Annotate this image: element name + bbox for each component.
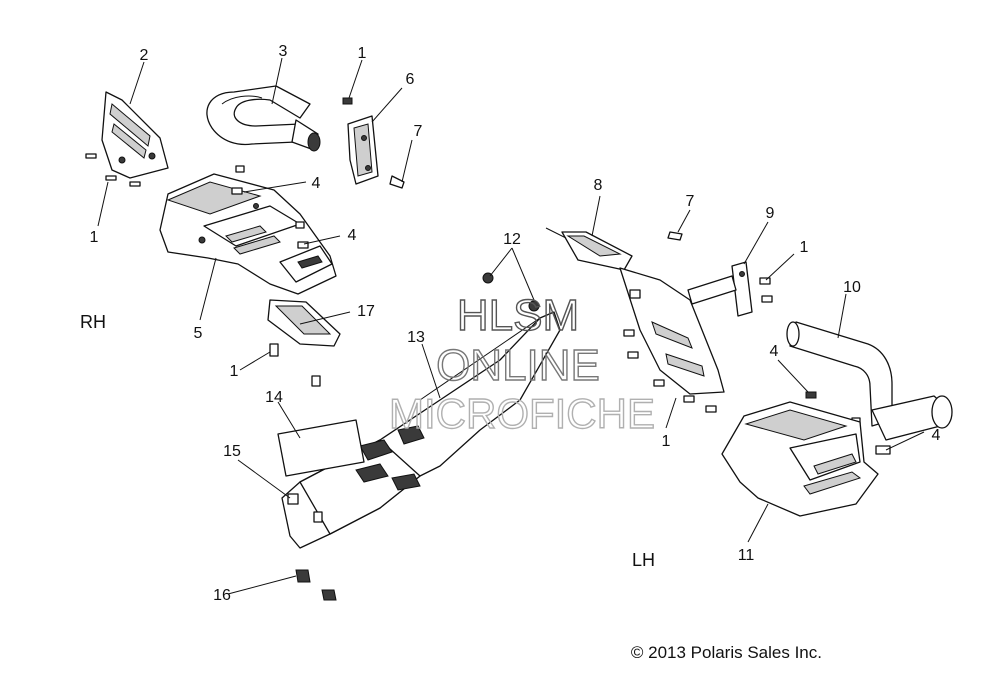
part-14-decal (277, 419, 365, 477)
bolt-7-top (389, 175, 405, 189)
callout-1-lower: 1 (662, 433, 671, 450)
screws-rh (85, 153, 309, 249)
part-2-bracket (101, 91, 169, 179)
callout-17: 17 (357, 303, 375, 320)
callout-16: 16 (213, 587, 231, 604)
callout-6: 6 (406, 71, 415, 88)
part-10-exhaust-pipe (786, 321, 953, 441)
watermark-line-3: MICROFICHE (389, 390, 655, 437)
callout-4-c: 4 (770, 343, 779, 360)
callout-4-b: 4 (348, 227, 357, 244)
lh-side-panel (619, 267, 725, 395)
bolt-1-top (342, 97, 353, 105)
watermark-line-1: HLSM (457, 291, 579, 340)
callout-7-right: 7 (686, 193, 695, 210)
part-13-skid-plate (281, 311, 561, 549)
watermark-line-2: ONLINE (436, 341, 600, 390)
side-label-rh: RH (80, 312, 106, 332)
part-9-bracket (687, 261, 753, 317)
callout-3: 3 (279, 43, 288, 60)
callout-9: 9 (766, 205, 775, 222)
callout-15: 15 (223, 443, 241, 460)
callout-2: 2 (140, 47, 149, 64)
part-3-exhaust-pipe (206, 85, 321, 152)
callout-10: 10 (843, 279, 861, 296)
callout-7-top: 7 (414, 123, 423, 140)
callout-5: 5 (194, 325, 203, 342)
callout-12: 12 (503, 231, 521, 248)
part-11-heat-shield-lh (721, 401, 891, 517)
callout-4-d: 4 (932, 427, 941, 444)
part-6-bracket (347, 115, 379, 185)
leader-lines (97, 57, 925, 595)
part-5-heat-shield-rh (159, 173, 337, 295)
callout-1-left: 1 (90, 229, 99, 246)
callout-1-mid: 1 (230, 363, 239, 380)
callout-11: 11 (738, 547, 755, 564)
copyright-notice: © 2013 Polaris Sales Inc. (631, 643, 822, 662)
part-8-plate (545, 227, 633, 271)
callout-13: 13 (407, 329, 425, 346)
callout-8: 8 (594, 177, 603, 194)
callout-numbers: 2 3 1 6 7 1 4 4 5 17 1 13 14 15 16 12 8 … (90, 43, 941, 604)
callout-1-top: 1 (358, 45, 367, 62)
callout-4-a: 4 (312, 175, 321, 192)
callout-14: 14 (265, 389, 283, 406)
watermark: HLSM ONLINE MICROFICHE (388, 290, 655, 437)
callout-1-right: 1 (800, 239, 809, 256)
side-label-lh: LH (632, 550, 655, 570)
fasteners-15-16 (287, 493, 337, 601)
part-17-bracket (267, 299, 341, 387)
